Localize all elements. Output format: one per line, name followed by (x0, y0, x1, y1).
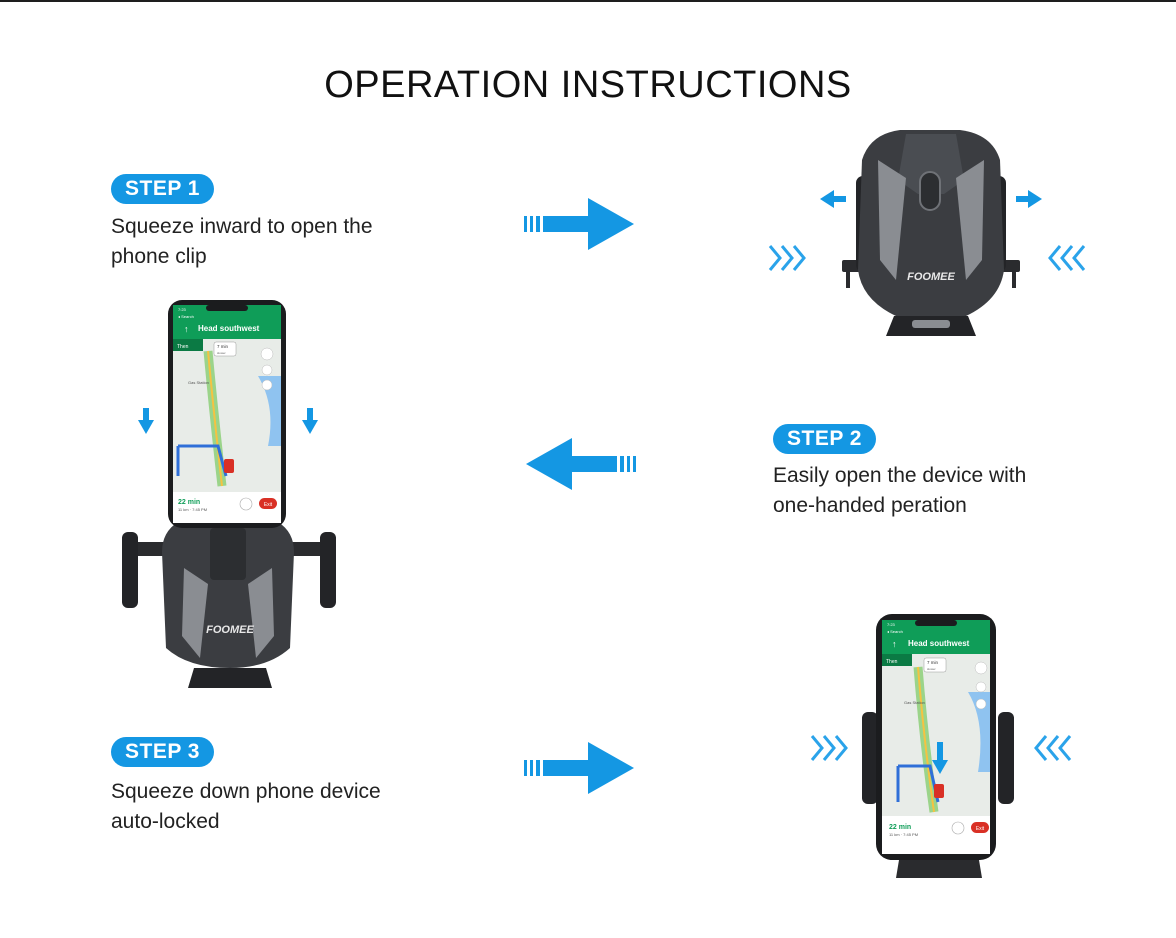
phone-holder-open-image: FOOMEE (768, 130, 1086, 336)
chevrons-left-icon (1034, 735, 1072, 761)
nav-direction: Head southwest (908, 639, 970, 648)
arrow-right-icon (524, 742, 634, 794)
arrow-down-icon (138, 408, 154, 434)
brand-logo: FOOMEE (907, 271, 955, 283)
eta-small-sub: slower (927, 667, 936, 671)
exit-button: Exit (976, 826, 985, 832)
step-3-line-1: Squeeze down phone device (111, 780, 381, 803)
brand-logo: FOOMEE (206, 624, 254, 636)
phone-holder-insert-image: FOOMEE 7:23 ◂ Search ↑ Head southwest Th… (122, 300, 336, 688)
trip-info: 11 km · 7:45 PM (178, 507, 207, 512)
map-poi: Gas Station (188, 380, 209, 385)
trip-duration: 22 min (889, 824, 911, 831)
top-divider (0, 0, 1176, 2)
nav-direction: Head southwest (198, 324, 260, 333)
chevrons-right-icon (768, 245, 806, 271)
svg-text:↑: ↑ (184, 324, 189, 334)
nav-then-label: Then (177, 344, 189, 350)
phone-back-link: ◂ Search (887, 629, 903, 634)
step-1-badge: STEP 1 (111, 174, 214, 204)
chevrons-left-icon (1048, 245, 1086, 271)
eta-small: 7 min (927, 660, 939, 665)
arrow-right-icon (524, 198, 634, 250)
step-2-line-1: Easily open the device with (773, 464, 1027, 487)
trip-duration: 22 min (178, 499, 200, 506)
page-title: OPERATION INSTRUCTIONS (324, 64, 852, 106)
map-poi: Gas Station (904, 700, 925, 705)
phone-holder-locked-image: 7:23 ◂ Search ↑ Head southwest Then 7 mi… (810, 614, 1072, 878)
exit-button: Exit (264, 502, 273, 508)
eta-small: 7 min (217, 344, 229, 349)
arrow-right-icon (1016, 190, 1042, 208)
step-3-badge: STEP 3 (111, 737, 214, 767)
step-2-badge: STEP 2 (773, 424, 876, 454)
arrow-left-icon (820, 190, 846, 208)
arrow-down-icon (302, 408, 318, 434)
chevrons-right-icon (810, 735, 848, 761)
step-2-description: Easily open the device with one-handed p… (773, 461, 1026, 521)
arrow-down-icon (932, 742, 948, 774)
eta-small-sub: slower (217, 351, 226, 355)
step-1-description: Squeeze inward to open the phone clip (111, 212, 373, 272)
step-3-line-2: auto-locked (111, 810, 220, 833)
arrow-left-icon (526, 438, 636, 490)
svg-text:↑: ↑ (892, 639, 897, 649)
step-3-description: Squeeze down phone device auto-locked (111, 777, 381, 837)
phone-back-link: ◂ Search (178, 314, 194, 319)
phone-time: 7:23 (887, 622, 896, 627)
trip-info: 11 km · 7:45 PM (889, 832, 918, 837)
phone-time: 7:23 (178, 307, 187, 312)
step-2-line-2: one-handed peration (773, 494, 967, 517)
step-1-line-1: Squeeze inward to open the (111, 215, 373, 238)
step-1-line-2: phone clip (111, 245, 207, 268)
nav-then-label: Then (886, 659, 898, 665)
